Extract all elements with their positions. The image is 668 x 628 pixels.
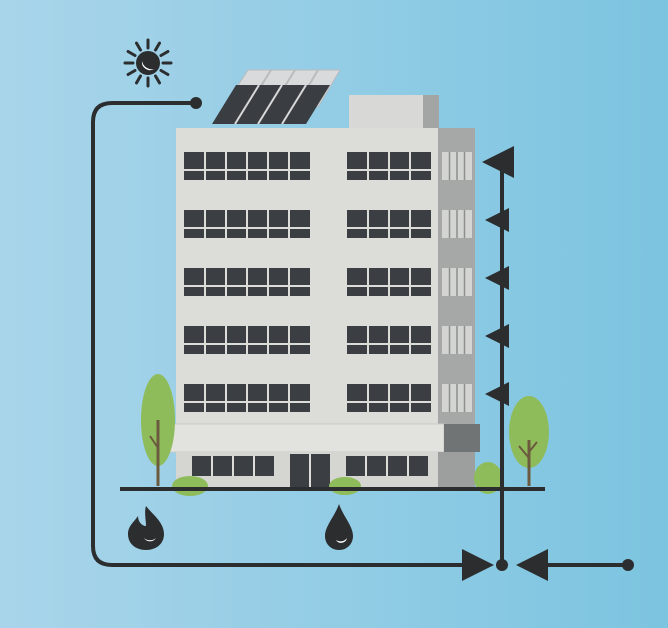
- water-drop-icon: [325, 504, 353, 550]
- floor-distribution-arrows: [485, 208, 509, 406]
- sun-ray: [159, 50, 170, 57]
- sun-ray: [159, 69, 170, 76]
- supply-flow-line: [91, 97, 494, 581]
- sun-ray: [154, 41, 161, 52]
- sun-ray: [126, 50, 137, 57]
- tree-right: [509, 396, 549, 486]
- podium-band: [169, 423, 445, 453]
- ground-floor-windows: [192, 454, 428, 488]
- sun-ray: [135, 41, 142, 52]
- solar-panels-icon: [212, 69, 341, 125]
- grid-input-line: [516, 549, 634, 581]
- flame-icon: [128, 506, 164, 550]
- building-icon: [169, 95, 480, 488]
- tree-left: [141, 374, 175, 486]
- riser-line: [482, 146, 514, 571]
- window-grid: [184, 152, 472, 412]
- sun-ray: [154, 74, 161, 85]
- sun-ray: [135, 74, 142, 85]
- rooftop-unit: [349, 95, 423, 128]
- sun-icon: [123, 38, 173, 88]
- sun-ray: [126, 69, 137, 76]
- junction-node: [496, 559, 508, 571]
